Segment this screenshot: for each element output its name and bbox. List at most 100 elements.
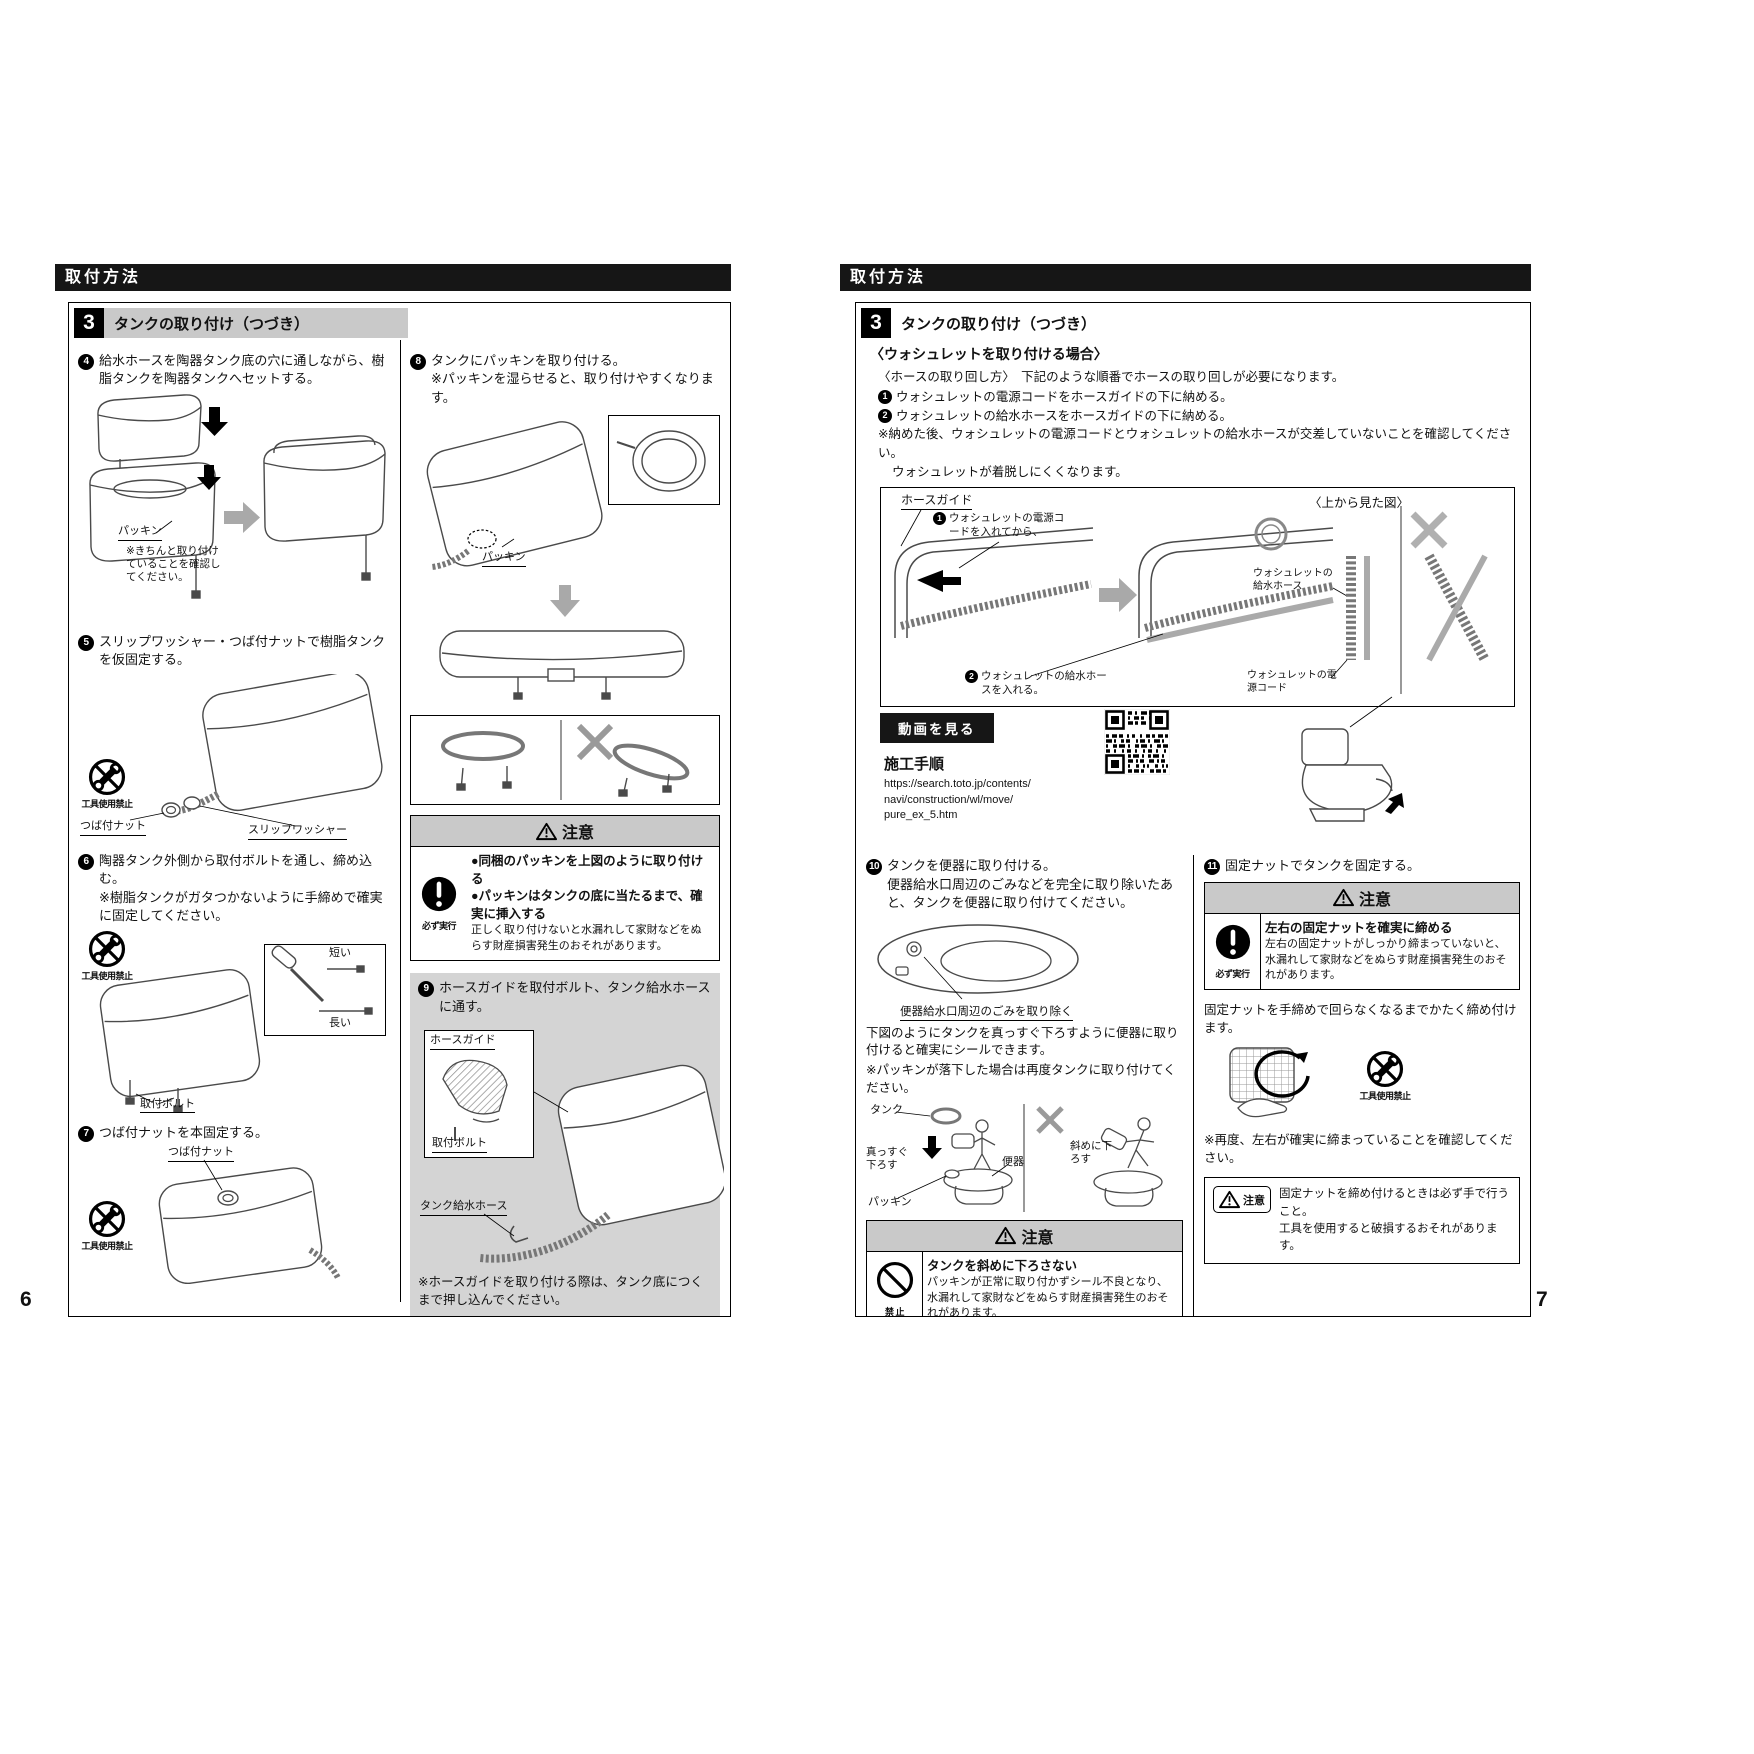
label-angled-down: 斜めに下ろす [1070, 1139, 1112, 1165]
diagram-step-1: 1 ウォシュレットの電源コードを入れてから、 [933, 512, 1073, 539]
caution-title: 注意 [1021, 1229, 1054, 1247]
section-number: 3 [861, 308, 891, 338]
page6-right-column: 8 タンクにパッキンを取り付ける。 ※パッキンを湿らせると、取り付けやすくなりま… [400, 340, 729, 1316]
bullet-2-number: 2 [878, 408, 892, 423]
step-8-note: ※パッキンを湿らせると、取り付けやすくなります。 [431, 371, 714, 405]
paragraph-packing-note: ※パッキンが落下した場合は再度タンクに取り付けてください。 [866, 1063, 1176, 1095]
diagram-step-1-text: ウォシュレットの電源コードを入れてから、 [949, 512, 1065, 538]
routing-note-2: ウォシュレットが着脱しにくくなります。 [892, 464, 1128, 479]
step-6-number: 6 [78, 853, 94, 870]
step-7-text: つば付ナットを本固定する。 [99, 1124, 269, 1140]
no-tools-icon [78, 930, 136, 968]
step-11: 11 固定ナットでタンクを固定する。 [1204, 857, 1520, 876]
warning-icon [995, 1226, 1017, 1245]
step-8: 8 タンクにパッキンを取り付ける。 ※パッキンを湿らせると、取り付けやすくなりま… [410, 352, 720, 407]
step-7-number: 7 [78, 1125, 94, 1142]
step-5: 5 スリップワッシャー・つば付ナットで樹脂タンクを仮固定する。 [78, 633, 391, 670]
page-number-6: 6 [20, 1288, 32, 1311]
caution-bullet-2: ●パッキンはタンクの底に当たるまで、確実に挿入する [471, 889, 703, 921]
notice-tag: 注意 [1213, 1186, 1271, 1214]
page6-content-box: 3 タンクの取り付け（つづき） 4 給水ホースを陶器タンク底の穴に通しながら、樹… [68, 302, 731, 1317]
diagram-tank-set: パッキン ※きちんと取り付けていることを確認してください。 [78, 393, 391, 625]
label-power-cord: ウォシュレットの電源コード [1247, 670, 1337, 694]
washlet-subtitle: 〈ウォシュレットを取り付ける場合〉 [870, 346, 1108, 362]
diagram-final-fix: つば付ナット 工具使用禁止 [78, 1146, 391, 1285]
step-4-text: 給水ホースを陶器タンク底の穴に通しながら、樹脂タンクを陶器タンクへセットする。 [99, 353, 385, 387]
step-9-block: 9 ホースガイドを取付ボルト、タンク給水ホースに通す。 [410, 973, 724, 1316]
step-9-note: ※ホースガイドを取り付ける際は、タンク底につくまで押し込んでください。 [418, 1275, 703, 1307]
page-6: 取付方法 3 タンクの取り付け（つづき） 4 給水ホースを陶器タンク底の穴に通し… [55, 264, 731, 1317]
diagram-hose-guide: ホースガイド 取付ボルト タンク給水ホース [418, 1020, 724, 1272]
caution-row1-text: パッキンが正常に取り付かずシール不良となり、水漏れして家財などをぬらす財産損害発… [927, 1276, 1169, 1317]
caution-bold: 左右の固定ナットを確実に締める [1265, 920, 1453, 935]
section-title: タンクの取り付け（つづき） [901, 315, 1097, 333]
hose-routing-diagram: ホースガイド 1 ウォシュレットの電源コードを入れてから、 2 ウォシュレットの… [880, 487, 1515, 708]
step-5-text: スリップワッシャー・つば付ナットで樹脂タンクを仮固定する。 [99, 633, 386, 668]
step-4-number: 4 [78, 354, 94, 370]
step-11-number: 11 [1204, 859, 1220, 876]
hose-guide-inset: ホースガイド 取付ボルト [424, 1030, 534, 1159]
diagram-step-2-text: ウォシュレットの給水ホースを入れる。 [981, 670, 1107, 696]
step-4: 4 給水ホースを陶器タンク底の穴に通しながら、樹脂タンクを陶器タンクへセットする… [78, 352, 391, 389]
diagram-temp-fix: 工具使用禁止 つば付ナット スリップワッシャー [78, 673, 391, 844]
label-packing: パッキン [118, 525, 162, 541]
label-long-bolt: 長い [329, 1016, 351, 1029]
warning-icon [535, 822, 557, 841]
video-url: https://search.toto.jp/contents/ navi/co… [884, 778, 1031, 822]
step-10-text: タンクを便器に取り付ける。 [887, 858, 1057, 874]
mandatory-icon-cell: 必ず実行 [1205, 913, 1261, 990]
page7-section-header: 3 タンクの取り付け（つづき） [861, 308, 1525, 338]
no-tools-icon [78, 758, 136, 796]
page6-left-column: 4 給水ホースを陶器タンク底の穴に通しながら、樹脂タンクを陶器タンクへセットする… [69, 340, 400, 1302]
step-9-text: ホースガイドを取付ボルト、タンク給水ホースに通す。 [439, 980, 711, 1014]
packing-inset-box [608, 415, 720, 506]
hose-routing-intro: 〈ホースの取り回し方〉 下記のような順番でホースの取り回しが必要になります。 [878, 370, 1345, 384]
mandatory-label: 必ず実行 [421, 921, 457, 932]
no-tools-label: 工具使用禁止 [1359, 1090, 1411, 1101]
down-arrow [410, 585, 720, 619]
page6-header-bar: 取付方法 [55, 264, 731, 291]
step-8-text: タンクにパッキンを取り付ける。 [431, 353, 626, 368]
diagram-lowering: タンク 真っすぐ下ろす 便器 パッキン 斜めに下ろす [866, 1102, 1183, 1214]
packing-correct-wrong-panel [410, 715, 720, 806]
caution-box-lowering: 注意 禁 止 タンクを斜めに下ろさない パッキンが正常に取り付かずシール不良とな… [866, 1219, 1183, 1317]
diagram-step-2: 2 ウォシュレットの給水ホースを入れる。 [965, 670, 1115, 697]
page7-header-bar: 取付方法 [840, 264, 1531, 291]
diagram-step-2-number: 2 [965, 670, 978, 684]
qr-code [1104, 709, 1170, 776]
note-recheck: ※再度、左右が確実に締まっていることを確認してください。 [1204, 1132, 1513, 1165]
page7-content-box: 3 タンクの取り付け（つづき） 〈ウォシュレットを取り付ける場合〉 〈ホースの取… [855, 302, 1531, 1317]
diagram-packing-attach: パッキン [410, 411, 720, 583]
label-slip-washer: スリップワッシャー [248, 824, 347, 840]
routing-bullet-2: 2 ウォシュレットの給水ホースをホースガイドの下に納める。 [878, 407, 1530, 425]
routing-note-1: ※納めた後、ウォシュレットの電源コードとウォシュレットの給水ホースが交差していな… [878, 427, 1512, 460]
step-11-text: 固定ナットでタンクを固定する。 [1225, 858, 1421, 874]
video-section: 動画を見る 施工手順 https://search.toto.jp/conten… [880, 696, 1530, 847]
bolt-inset-box: 短い 長い [264, 943, 386, 1036]
section-title: タンクの取り付け（つづき） [104, 308, 408, 338]
step-9-number: 9 [418, 981, 434, 998]
bullet-1-text: ウォシュレットの電源コードをホースガイドの下に納める。 [896, 389, 1233, 404]
label-packing: パッキン [482, 551, 526, 568]
page-number-7: 7 [1536, 1288, 1548, 1311]
diagram-hand-tighten: 工具使用禁止 [1204, 1042, 1520, 1124]
mandatory-label: 必ず実行 [1215, 969, 1250, 980]
notice-line-2: 工具を使用すると破損するおそれがあります。 [1279, 1222, 1498, 1253]
prohibit-icon [876, 1261, 914, 1304]
step-10-number: 10 [866, 859, 882, 876]
caution-box-packing: 注意 必ず実行 ●同梱のパッキンを上図のように取り付ける ●パッキンはタンクの底… [410, 815, 720, 962]
hand-tighten-notice: 注意 固定ナットを締め付けるときは必ず手で行うこと。 工具を使用すると破損するお… [1204, 1177, 1520, 1265]
label-flange-nut: つば付ナット [80, 820, 146, 836]
caution-body: 正しく取り付けないと水漏れして家財などをぬらす財産損害発生のおそれがあります。 [471, 924, 702, 952]
caution-text: 左右の固定ナットがしっかり締まっていないと、水漏れして家財などをぬらす財産損害発… [1265, 938, 1507, 981]
no-tools-icon-group: 工具使用禁止 [78, 758, 136, 810]
label-short-bolt: 短い [329, 946, 351, 959]
paragraph-straight-down: 下図のようにタンクを真っすぐ下ろすように便器に取り付けると確実にシールできます。 [866, 1025, 1179, 1058]
label-hose-guide: ホースガイド [901, 493, 973, 511]
no-tools-label: 工具使用禁止 [81, 970, 133, 981]
step-8-number: 8 [410, 354, 426, 370]
caution-header: 注意 [411, 816, 719, 848]
step-6-note: ※樹脂タンクがガタつかないように手締めで確実に固定してください。 [99, 889, 383, 924]
mandatory-icon [1214, 923, 1252, 966]
diagram-step-1-number: 1 [933, 512, 946, 526]
